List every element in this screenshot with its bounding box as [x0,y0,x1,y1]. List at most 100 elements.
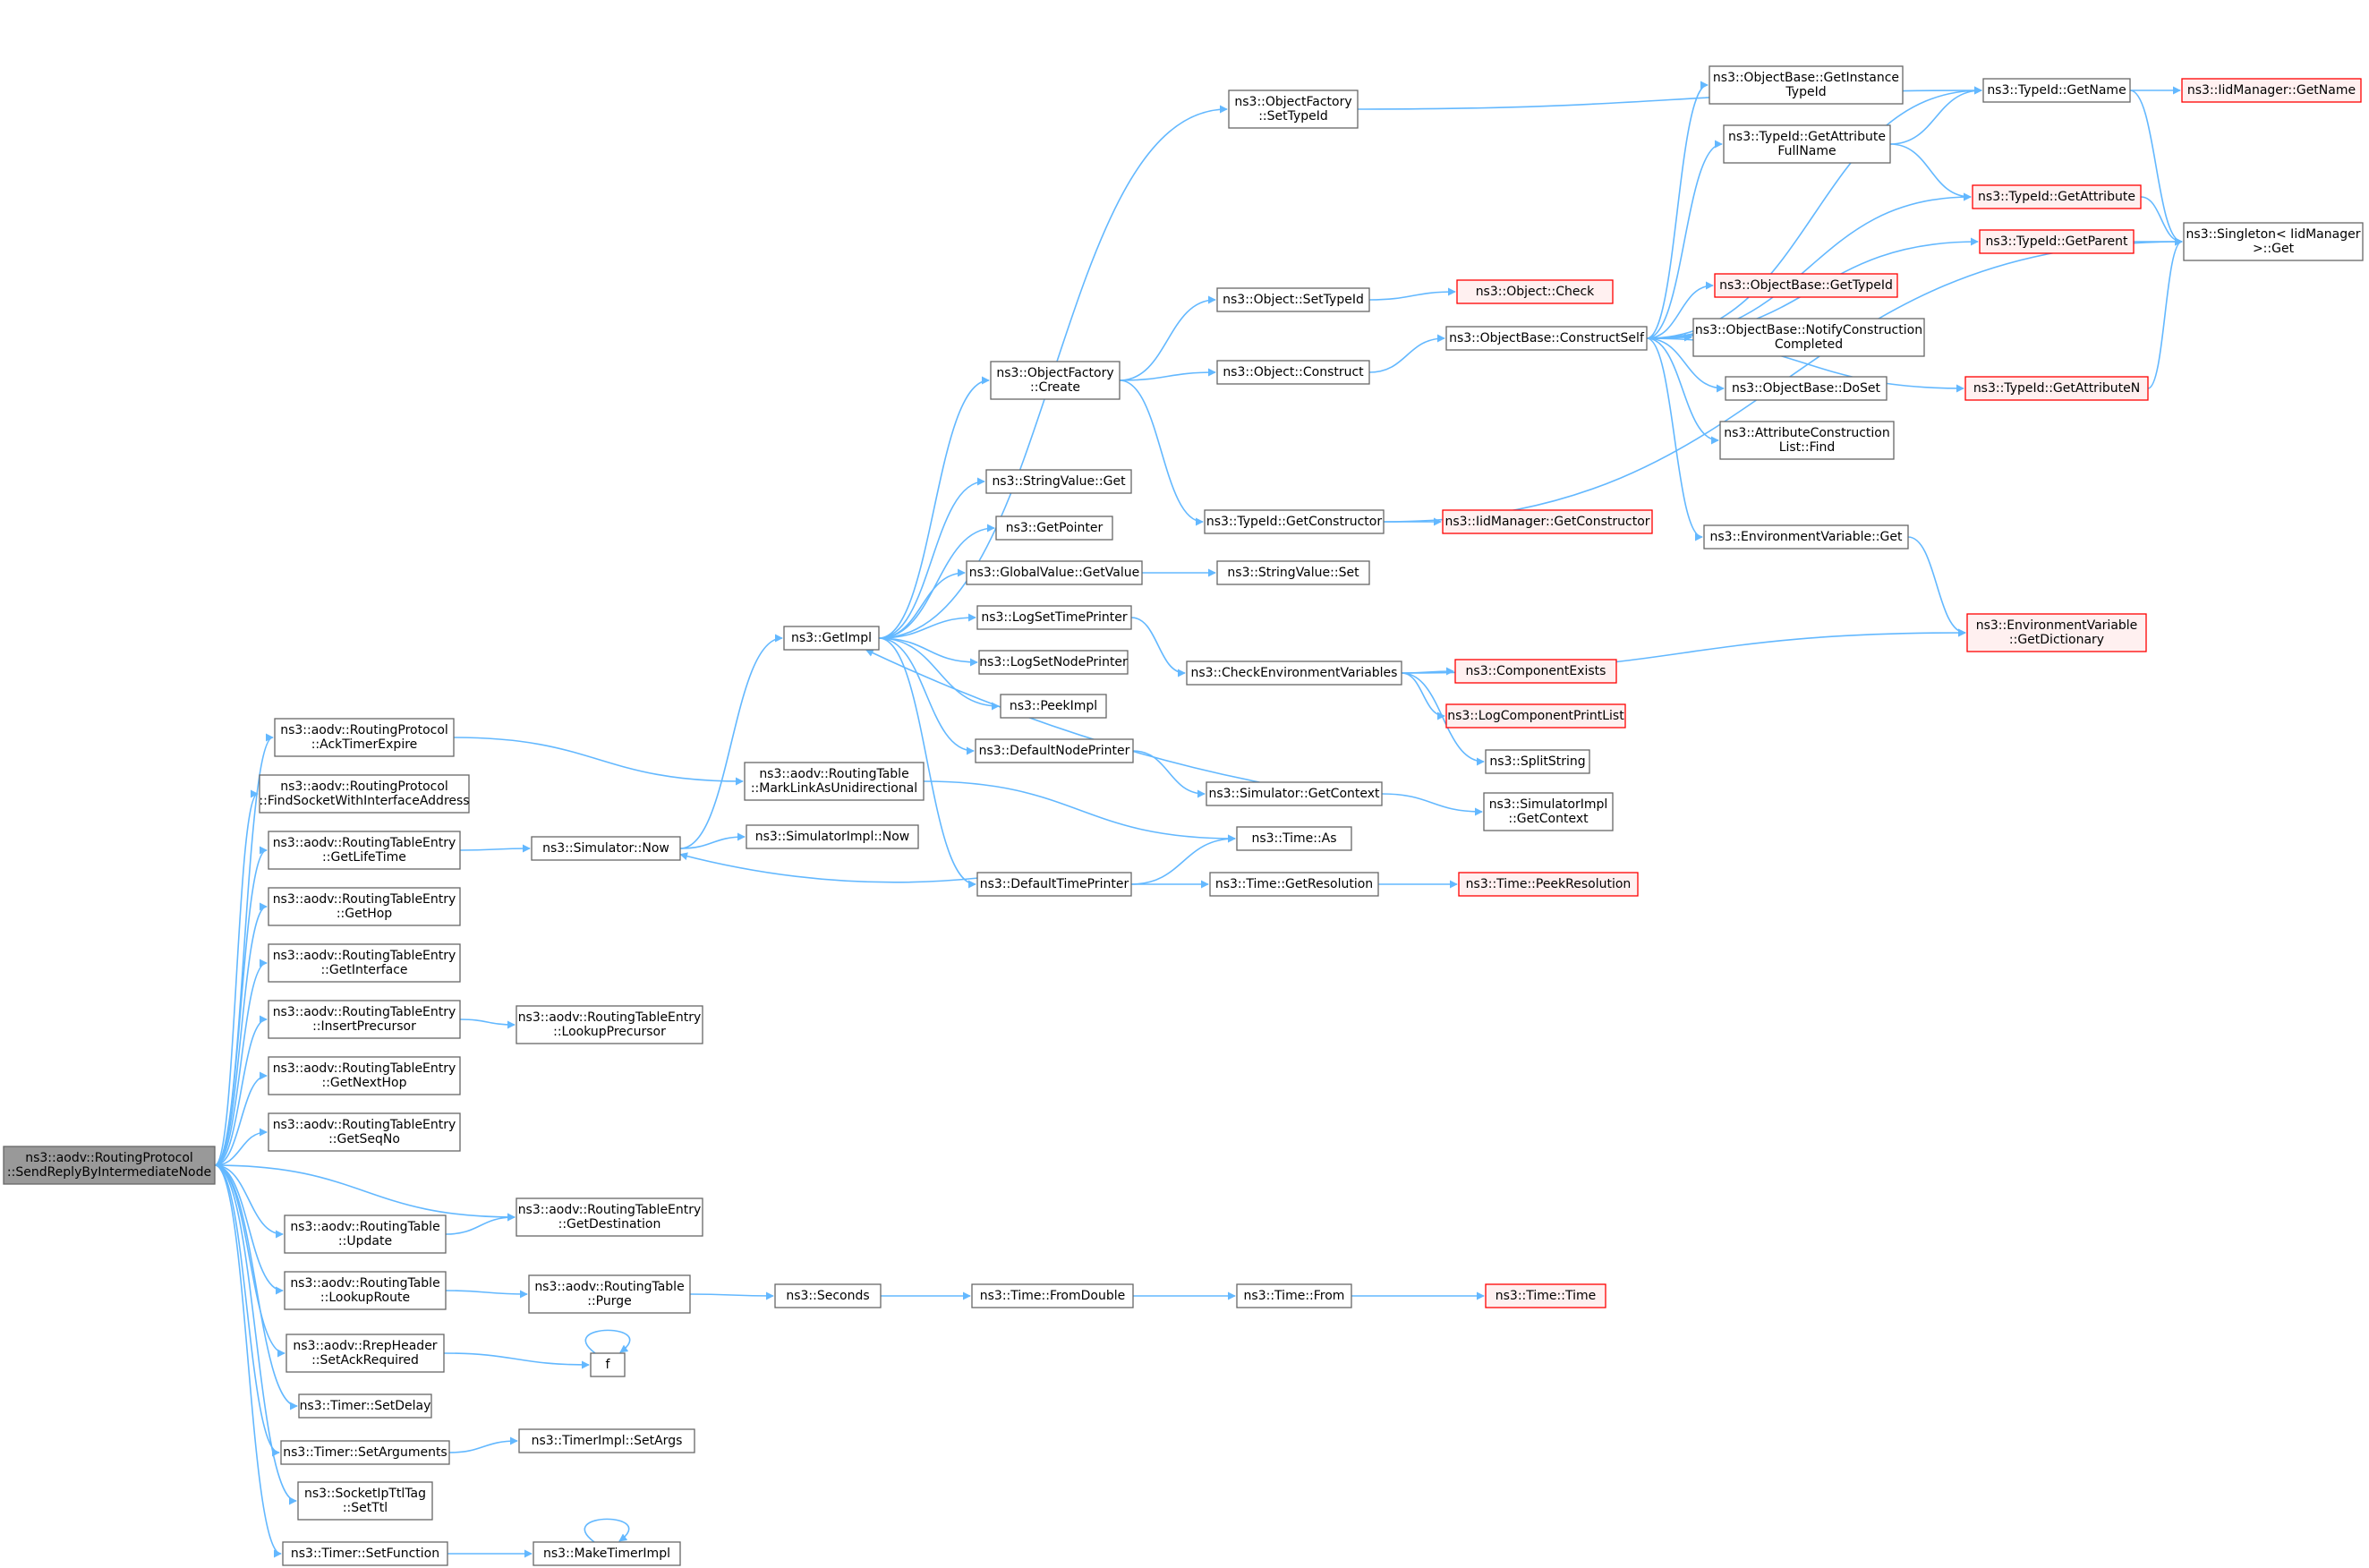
edge-defaultNodePrinter-to-simulatorGetContext [1132,750,1206,798]
node-box [1458,872,1639,897]
graph-node-getLifeTime[interactable]: ns3::aodv::RoutingTableEntry::GetLifeTim… [268,831,461,870]
graph-node-simulatorGetContext[interactable]: ns3::Simulator::GetContext [1206,781,1383,806]
node-box [1979,229,2135,254]
graph-node-stringValueGet[interactable]: ns3::StringValue::Get [985,469,1132,494]
graph-node-timeFromDouble[interactable]: ns3::Time::FromDouble [971,1283,1134,1308]
graph-node-objFactoryCreate[interactable]: ns3::ObjectFactory::Create [990,361,1121,400]
graph-node-getSeqNo[interactable]: ns3::aodv::RoutingTableEntry::GetSeqNo [268,1112,461,1152]
graph-node-timeGetResolution[interactable]: ns3::Time::GetResolution [1209,872,1379,897]
graph-node-globalValueGetValue[interactable]: ns3::GlobalValue::GetValue [966,560,1143,585]
graph-node-socketSetTtl[interactable]: ns3::SocketIpTtlTag::SetTtl [297,1481,433,1521]
node-box [1719,421,1895,460]
graph-node-timerSetFunction[interactable]: ns3::Timer::SetFunction [282,1541,448,1566]
edge-root-to-rtUpdate [214,1164,284,1239]
edge-getImpl-to-defaultNodePrinter [878,637,975,755]
graph-node-timeTime[interactable]: ns3::Time::Time [1485,1283,1606,1308]
graph-node-objectBaseDoSet[interactable]: ns3::ObjectBase::DoSet [1725,376,1888,401]
graph-node-seconds[interactable]: ns3::Seconds [774,1283,882,1308]
graph-node-typeIdGetName[interactable]: ns3::TypeId::GetName [1982,78,2131,103]
graph-node-getImpl[interactable]: ns3::GetImpl [783,626,880,651]
graph-node-defaultTimePrinter[interactable]: ns3::DefaultTimePrinter [976,872,1132,897]
graph-node-typeIdGetConstructor[interactable]: ns3::TypeId::GetConstructor [1204,509,1385,534]
graph-node-typeIdGetAttributeN[interactable]: ns3::TypeId::GetAttributeN [1964,376,2149,401]
graph-node-constructSelf[interactable]: ns3::ObjectBase::ConstructSelf [1445,326,1648,351]
node-label: ns3::aodv::RoutingTableEntry [518,1203,702,1217]
graph-node-checkEnvVars[interactable]: ns3::CheckEnvironmentVariables [1186,660,1402,686]
node-box [1186,660,1402,686]
graph-node-timeFrom[interactable]: ns3::Time::From [1236,1283,1352,1308]
node-box [284,1214,447,1254]
graph-node-root[interactable]: ns3::aodv::RoutingProtocol::SendReplyByI… [3,1146,216,1185]
graph-node-objectCheck[interactable]: ns3::Object::Check [1456,279,1614,304]
graph-node-getInterface[interactable]: ns3::aodv::RoutingTableEntry::GetInterfa… [268,943,461,983]
graph-node-objectConstruct[interactable]: ns3::Object::Construct [1216,360,1370,385]
node-label: ns3::TypeId::GetAttribute [1728,130,1886,144]
graph-node-timerImplSetArgs[interactable]: ns3::TimerImpl::SetArgs [518,1428,695,1453]
graph-node-iidGetConstructor[interactable]: ns3::IidManager::GetConstructor [1442,509,1653,534]
edge-getLifeTime-to-simulatorNow [459,844,531,853]
edge-setAckRequired-to-f [443,1352,590,1369]
graph-node-logSetTimePrinter[interactable]: ns3::LogSetTimePrinter [976,605,1132,630]
graph-node-lookupRoute[interactable]: ns3::aodv::RoutingTable::LookupRoute [284,1271,447,1310]
graph-node-splitString[interactable]: ns3::SplitString [1485,749,1590,774]
graph-node-makeTimerImpl[interactable]: ns3::MakeTimerImpl [533,1541,681,1566]
graph-node-lookupPrecursor[interactable]: ns3::aodv::RoutingTableEntry::LookupPrec… [516,1005,703,1044]
graph-node-logComponentPrintList[interactable]: ns3::LogComponentPrintList [1445,703,1626,729]
graph-node-singletonGet[interactable]: ns3::Singleton< IidManager>::Get [2183,222,2364,261]
node-label: ns3::Timer::SetDelay [300,1399,431,1413]
graph-node-defaultNodePrinter[interactable]: ns3::DefaultNodePrinter [975,738,1134,763]
graph-node-peekResolution[interactable]: ns3::Time::PeekResolution [1458,872,1639,897]
graph-node-f[interactable]: f [590,1352,626,1377]
graph-node-typeIdGetAttribute[interactable]: ns3::TypeId::GetAttribute [1972,184,2142,209]
graph-node-iidGetName[interactable]: ns3::IidManager::GetName [2181,78,2362,103]
node-box [975,738,1134,763]
graph-node-getHop[interactable]: ns3::aodv::RoutingTableEntry::GetHop [268,887,461,926]
node-box [285,1334,445,1373]
edge-constructSelf-to-getAttributeFullName [1646,140,1723,339]
node-label: ::LookupPrecursor [553,1025,666,1039]
node-label: ns3::ObjectFactory [1234,95,1351,109]
graph-node-simulatorImplNow[interactable]: ns3::SimulatorImpl::Now [746,824,919,849]
graph-node-getNextHop[interactable]: ns3::aodv::RoutingTableEntry::GetNextHop [268,1056,461,1095]
graph-node-ackTimerExpire[interactable]: ns3::aodv::RoutingProtocol::AckTimerExpi… [274,718,455,757]
node-label: ns3::Object::SetTypeId [1223,293,1364,307]
node-box [297,1481,433,1521]
graph-node-findSocket[interactable]: ns3::aodv::RoutingProtocol::FindSocketWi… [259,774,470,814]
edge-root-to-timerSetDelay [214,1164,298,1410]
graph-node-typeIdGetParent[interactable]: ns3::TypeId::GetParent [1979,229,2135,254]
graph-node-getDestination[interactable]: ns3::aodv::RoutingTableEntry::GetDestina… [516,1197,703,1237]
graph-node-markLink[interactable]: ns3::aodv::RoutingTable::MarkLinkAsUnidi… [744,762,925,801]
node-box [533,1541,681,1566]
graph-node-stringValueSet[interactable]: ns3::StringValue::Set [1216,560,1370,585]
node-box [282,1541,448,1566]
graph-node-timerSetDelay[interactable]: ns3::Timer::SetDelay [298,1393,432,1419]
graph-node-objectBaseGetTypeId[interactable]: ns3::ObjectBase::GetTypeId [1714,273,1898,298]
graph-node-simulatorNow[interactable]: ns3::Simulator::Now [531,836,681,861]
graph-node-notifyConstruction[interactable]: ns3::ObjectBase::NotifyConstructionCompl… [1692,318,1925,357]
graph-node-simulatorImplGetContext[interactable]: ns3::SimulatorImpl::GetContext [1483,792,1614,831]
graph-node-objFactorySetTypeId[interactable]: ns3::ObjectFactory::SetTypeId [1228,89,1359,129]
graph-node-rtUpdate[interactable]: ns3::aodv::RoutingTable::Update [284,1214,447,1254]
graph-node-timerSetArguments[interactable]: ns3::Timer::SetArguments [280,1440,450,1465]
graph-node-setAckRequired[interactable]: ns3::aodv::RrepHeader::SetAckRequired [285,1334,445,1373]
graph-node-purge[interactable]: ns3::aodv::RoutingTable::Purge [528,1274,691,1314]
graph-node-componentExists[interactable]: ns3::ComponentExists [1454,659,1617,684]
edge-root-to-lookupRoute [214,1164,284,1295]
node-label: ns3::ObjectFactory [996,366,1113,380]
graph-node-logSetNodePrinter[interactable]: ns3::LogSetNodePrinter [978,650,1129,675]
graph-node-getPointer[interactable]: ns3::GetPointer [995,516,1113,541]
node-box [1456,279,1614,304]
node-label: ns3::Timer::SetArguments [283,1445,447,1460]
graph-node-insertPrecursor[interactable]: ns3::aodv::RoutingTableEntry::InsertPrec… [268,1000,461,1039]
node-box [1206,781,1383,806]
graph-node-objectSetTypeId[interactable]: ns3::Object::SetTypeId [1216,287,1370,312]
node-box [978,650,1129,675]
edge-getImpl-to-defaultTimePrinter [878,637,976,889]
graph-node-envVarGet[interactable]: ns3::EnvironmentVariable::Get [1703,524,1909,550]
graph-node-envVarGetDictionary[interactable]: ns3::EnvironmentVariable::GetDictionary [1966,613,2147,652]
graph-node-timeAs[interactable]: ns3::Time::As [1236,826,1352,851]
graph-node-peekImpl[interactable]: ns3::PeekImpl [1000,694,1107,719]
